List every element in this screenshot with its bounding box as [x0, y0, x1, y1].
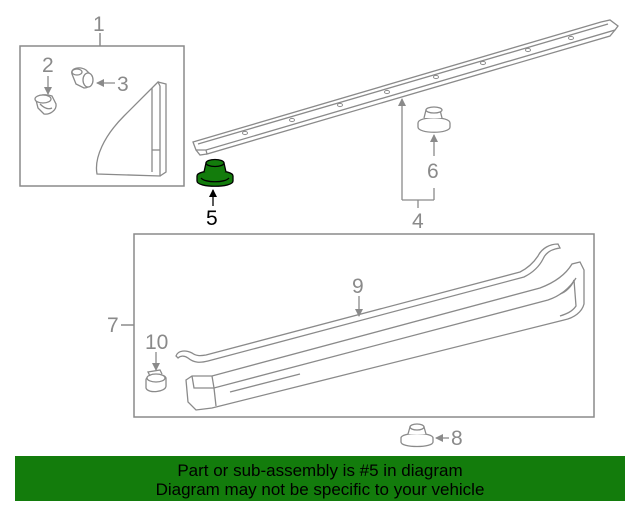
callout-6: 6 — [427, 160, 439, 183]
part-9-weatherstrip — [175, 243, 561, 363]
callout-10: 10 — [145, 331, 168, 354]
callout-4: 4 — [412, 210, 424, 233]
callout-9: 9 — [352, 275, 364, 298]
rocker-garnish-strip — [192, 19, 619, 156]
callout-5: 5 — [206, 207, 218, 230]
lower-box-7 — [121, 233, 595, 418]
part-2-clip — [34, 94, 57, 115]
callout-8: 8 — [451, 427, 463, 450]
callout-2: 2 — [42, 54, 54, 77]
triangle-trim-panel — [95, 80, 167, 177]
banner-line-2: Diagram may not be specific to your vehi… — [155, 480, 485, 499]
banner-line-1: Part or sub-assembly is #5 in diagram — [177, 461, 463, 480]
part-10-clip — [145, 369, 167, 393]
part-3-clip — [71, 67, 94, 89]
strip-clip-holes — [242, 35, 574, 136]
inset-box-1 — [19, 33, 185, 187]
parts-diagram: 1 2 3 — [19, 13, 619, 450]
callout-4-bracket — [402, 188, 435, 208]
part-8-clip — [400, 423, 434, 448]
rocker-panel-moulding — [185, 261, 585, 411]
callout-1: 1 — [93, 13, 105, 36]
callout-3: 3 — [117, 73, 129, 96]
callout-7: 7 — [107, 314, 119, 337]
part-6-clip — [417, 106, 451, 133]
info-banner: Part or sub-assembly is #5 in diagram Di… — [15, 456, 625, 501]
part-5-clip-highlighted — [196, 158, 234, 187]
